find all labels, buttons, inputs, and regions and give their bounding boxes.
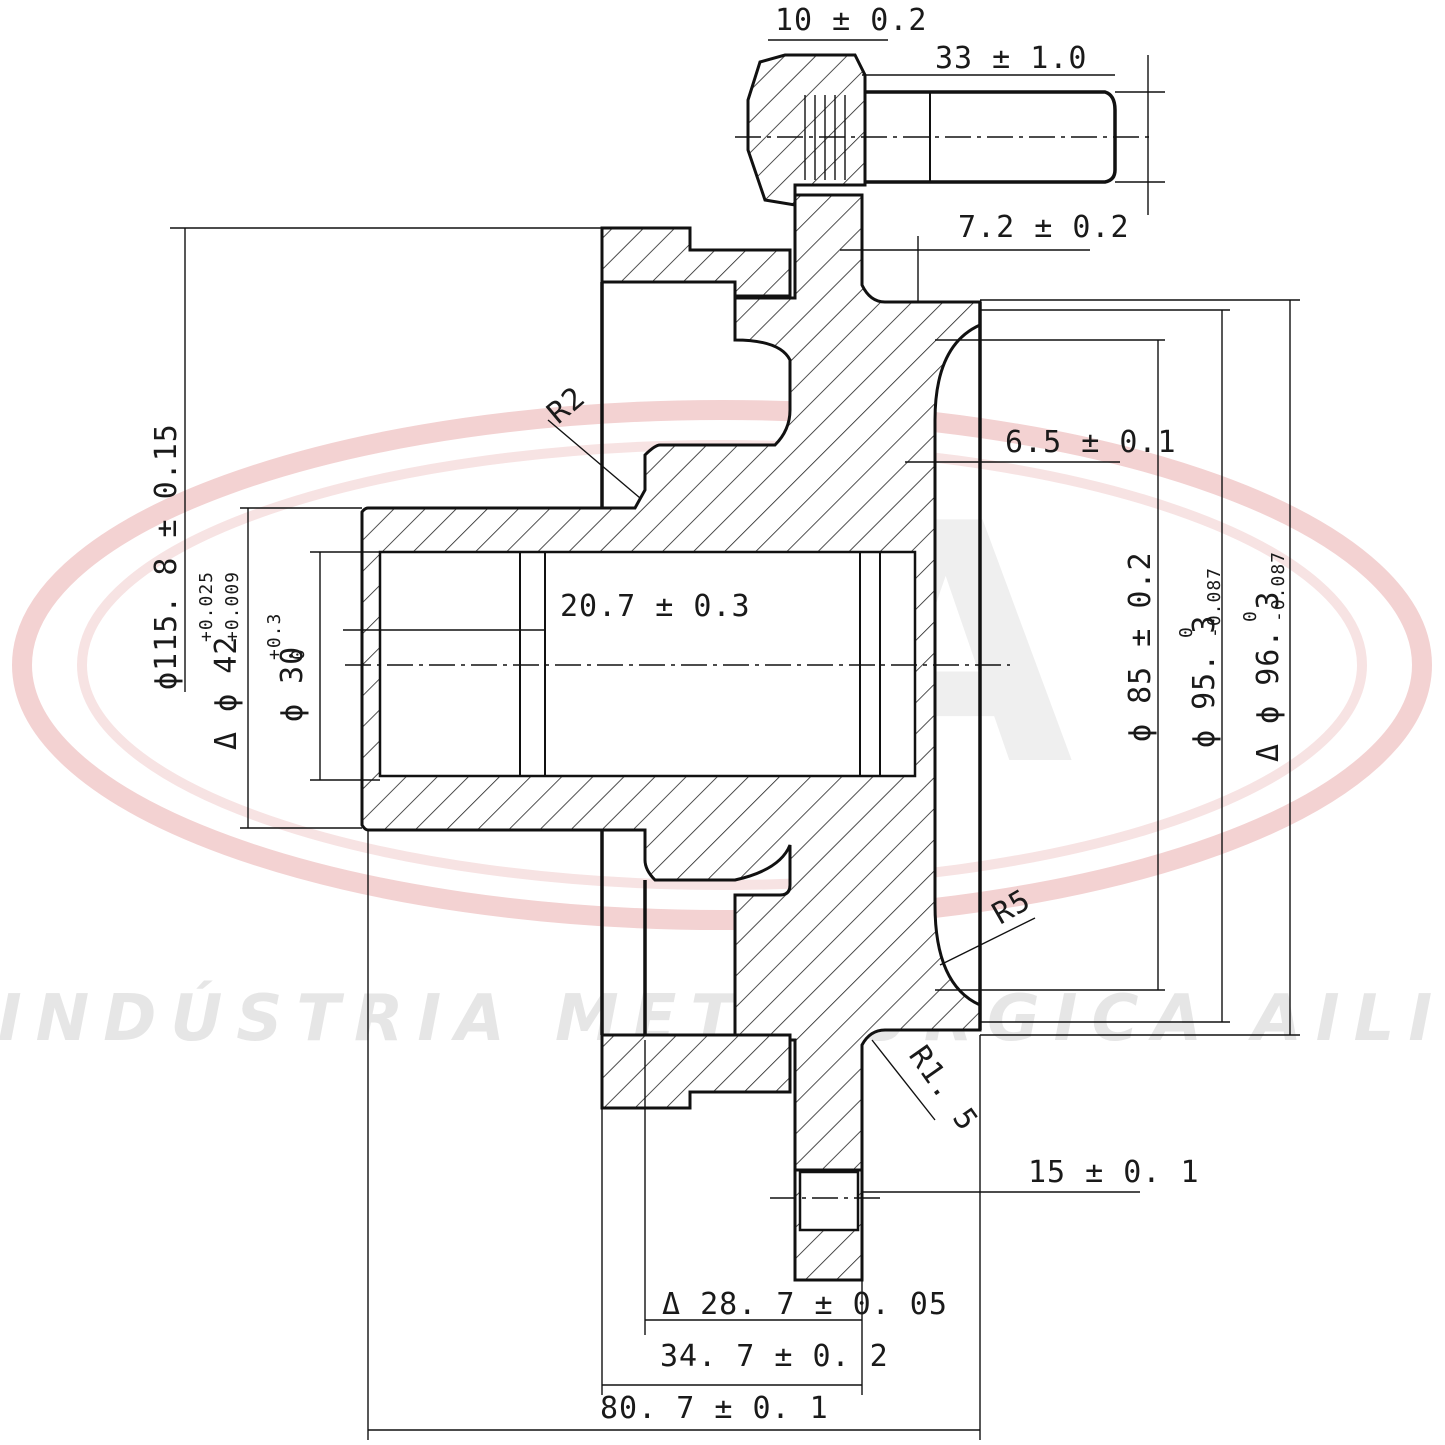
- dim-seat-dia-1: ϕ 95. 3 0 -0.087: [1176, 567, 1225, 748]
- dim-bearing-spacing: Δ 28. 7 ± 0. 05: [662, 1287, 948, 1322]
- dim-seat-dia-2: Δ ϕ 96. 3 0 -0.087: [1240, 551, 1289, 762]
- stud-hole-bore: [798, 1170, 860, 1232]
- svg-text:0: 0: [1176, 626, 1197, 638]
- svg-text:Δ ϕ 42: Δ ϕ 42: [209, 636, 244, 750]
- svg-text:+0.009: +0.009: [222, 571, 243, 642]
- svg-text:0: 0: [288, 648, 309, 660]
- flange-bottom-ring: [600, 1033, 792, 1110]
- hub-section: [360, 193, 982, 1182]
- svg-text:ϕ 30: ϕ 30: [275, 646, 310, 722]
- flange-top-ring: [600, 226, 792, 298]
- stud-shank: [865, 90, 1117, 184]
- dim-register-depth: 6.5 ± 0.1: [1005, 425, 1177, 460]
- dim-hub-length: 34. 7 ± 0. 2: [660, 1339, 889, 1374]
- bore-inner: [378, 550, 917, 778]
- svg-text:ϕ 95. 3: ϕ 95. 3: [1187, 615, 1222, 748]
- dim-bore-depth: 20.7 ± 0.3: [560, 589, 751, 624]
- svg-text:-0.087: -0.087: [1268, 551, 1289, 622]
- stud-head: [746, 53, 867, 207]
- dim-pilot-dia: ϕ 85 ± 0.2: [1123, 551, 1158, 742]
- svg-text:-0.087: -0.087: [1204, 567, 1225, 638]
- svg-text:+0.025: +0.025: [196, 571, 217, 642]
- stud-hole: [770, 1168, 885, 1282]
- dim-bore-dia: ϕ 30 +0.3 0: [264, 613, 310, 722]
- dim-stud-hole-depth: 15 ± 0. 1: [1028, 1155, 1200, 1190]
- dim-stud-length: 33 ± 1.0: [935, 41, 1088, 76]
- svg-text:0: 0: [1240, 610, 1261, 622]
- svg-text:+0.3: +0.3: [264, 613, 285, 660]
- dim-stud-head-width: 10 ± 0.2: [775, 3, 928, 38]
- dim-outer-seat-dia: ϕ115. 8 ± 0.15: [149, 423, 184, 690]
- dimension-lines: [170, 39, 1300, 1440]
- dim-inner-seat-dia: Δ ϕ 42 +0.025 +0.009: [196, 571, 244, 750]
- watermark-ring-outer: [12, 400, 1432, 930]
- dim-overall-length: 80. 7 ± 0. 1: [600, 1391, 829, 1426]
- svg-text:Δ ϕ 96. 3: Δ ϕ 96. 3: [1251, 590, 1286, 762]
- dimension-labels: 10 ± 0.2 33 ± 1.0 7.2 ± 0.2 6.5 ± 0.1 20…: [149, 3, 1289, 1426]
- dim-flange-offset: 7.2 ± 0.2: [958, 210, 1130, 245]
- wheel-stud: [735, 53, 1150, 207]
